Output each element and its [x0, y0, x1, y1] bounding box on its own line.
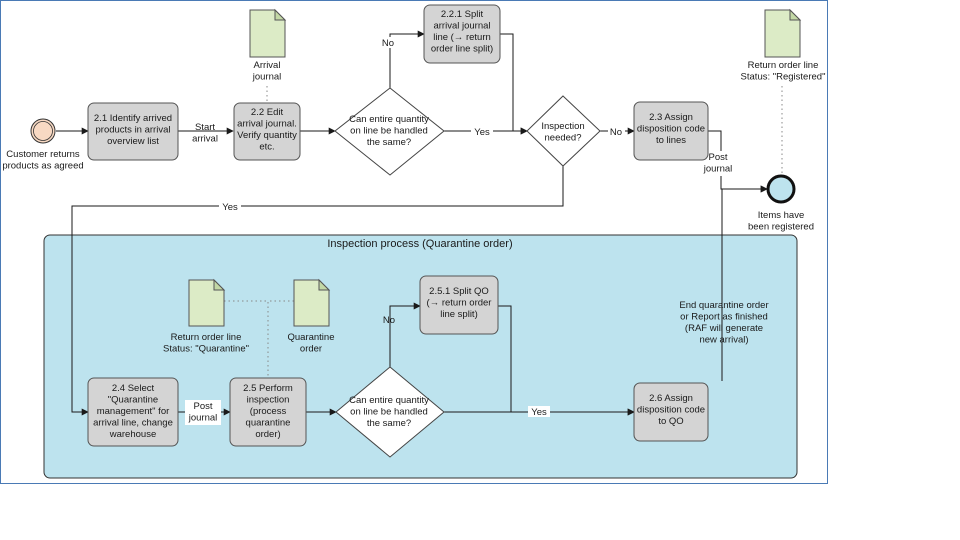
flow-label-d2-yes: Yes	[222, 202, 238, 213]
flow-label-d1-no: No	[382, 38, 394, 49]
associations	[224, 86, 783, 378]
sequence-flows	[56, 30, 768, 416]
flow-label-d2-no: No	[610, 127, 622, 138]
flow-label-d3-no: No	[383, 315, 395, 326]
flow-label-d3-yes: Yes	[531, 407, 547, 418]
flow-label-d1-yes: Yes	[474, 127, 490, 138]
pool-title: Inspection process (Quarantine order)	[327, 238, 512, 250]
